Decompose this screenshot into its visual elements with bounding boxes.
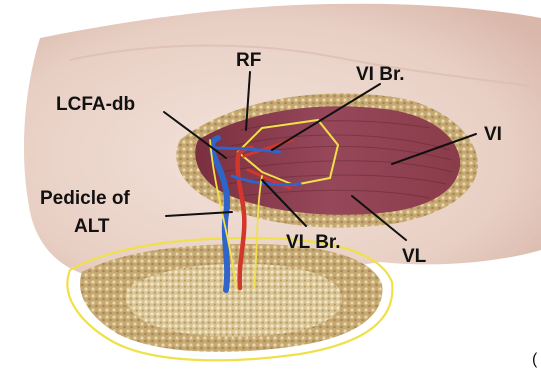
label-vi: VI (484, 124, 502, 145)
label-vl-br: VL Br. (286, 232, 341, 253)
label-vi-br: VI Br. (356, 64, 405, 85)
label-rf: RF (236, 50, 261, 71)
label-pedicle-line1: Pedicle of (40, 188, 130, 209)
edge-mark: ( (532, 351, 538, 368)
label-pedicle-line2: ALT (74, 216, 110, 237)
label-lcfa-db: LCFA-db (56, 94, 135, 115)
label-vl: VL (402, 246, 427, 267)
